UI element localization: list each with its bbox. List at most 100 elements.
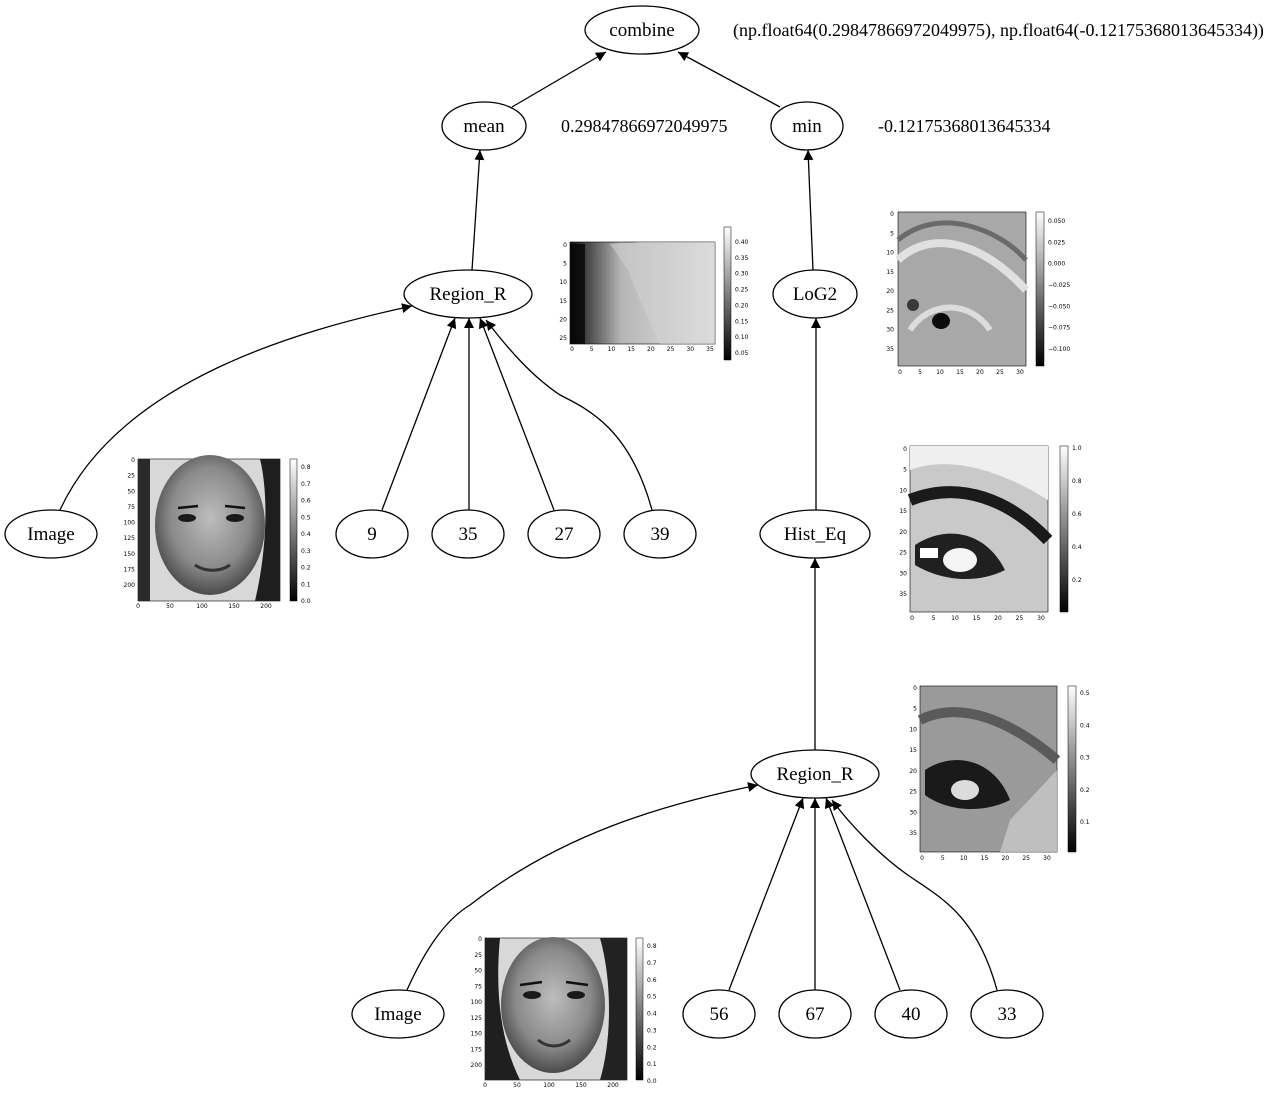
tick-label: 0.8 bbox=[647, 943, 657, 950]
tick-label: 150 bbox=[575, 1082, 587, 1089]
tick-label: 0.000 bbox=[1048, 261, 1065, 268]
tick-label: −0.075 bbox=[1048, 325, 1070, 332]
edge-39-region bbox=[485, 319, 653, 511]
tick-label: 0.5 bbox=[1080, 690, 1090, 697]
tick-label: 0.6 bbox=[1072, 511, 1082, 518]
tick-label: 150 bbox=[124, 551, 136, 558]
tick-label: 0.2 bbox=[1072, 577, 1082, 584]
plot-image-top-cbarticks: 0.80.70.60.50.40.30.20.10.0 bbox=[301, 464, 311, 605]
tick-label: 50 bbox=[513, 1082, 521, 1089]
tick-label: 35 bbox=[909, 830, 917, 837]
tick-label: 10 bbox=[909, 726, 917, 733]
node-40: 40 bbox=[874, 989, 948, 1039]
tick-label: 0.1 bbox=[301, 581, 311, 588]
plot-region-top-cbarticks: 0.400.350.300.250.200.150.100.05 bbox=[735, 239, 749, 357]
tick-label: 0.05 bbox=[735, 350, 749, 357]
tick-label: 0.5 bbox=[301, 514, 311, 521]
min-value: -0.12175368013645334 bbox=[878, 116, 1051, 136]
tick-label: 5 bbox=[941, 855, 945, 862]
tick-label: 0.3 bbox=[301, 548, 311, 555]
tick-label: 0.2 bbox=[647, 1044, 657, 1051]
tick-label: 0.5 bbox=[647, 994, 657, 1001]
tick-label: 200 bbox=[607, 1082, 619, 1089]
tick-label: 25 bbox=[127, 473, 135, 480]
tick-label: 50 bbox=[474, 968, 482, 975]
node-log2-label: LoG2 bbox=[793, 284, 837, 305]
node-27-label: 27 bbox=[555, 524, 574, 545]
tick-label: 0 bbox=[910, 615, 914, 622]
tick-label: 25 bbox=[996, 369, 1004, 376]
node-hist-eq: Hist_Eq bbox=[759, 509, 871, 559]
tick-label: 0.8 bbox=[301, 464, 311, 471]
edges bbox=[59, 51, 998, 991]
tick-label: 0.4 bbox=[1080, 722, 1090, 729]
tick-label: 0 bbox=[898, 369, 902, 376]
node-image-top: Image bbox=[4, 509, 98, 559]
plot-log2-colorbar bbox=[1035, 211, 1045, 367]
tick-label: 5 bbox=[590, 346, 594, 353]
tick-label: 25 bbox=[886, 307, 894, 314]
node-67: 67 bbox=[778, 989, 852, 1039]
tick-label: 125 bbox=[124, 535, 136, 542]
tick-label: 20 bbox=[647, 346, 655, 353]
tick-label: 150 bbox=[228, 603, 240, 610]
tick-label: 75 bbox=[127, 504, 135, 511]
tick-label: 100 bbox=[543, 1082, 555, 1089]
plot-region-bottom-cbarticks: 0.50.40.30.20.1 bbox=[1080, 690, 1090, 826]
node-min: min bbox=[770, 101, 844, 151]
edge-image-region bbox=[59, 303, 413, 511]
node-40-label: 40 bbox=[902, 1004, 921, 1025]
tick-label: 35 bbox=[706, 346, 714, 353]
nodes: combine (np.float64(0.29847866972049975)… bbox=[4, 5, 1264, 1039]
combine-value: (np.float64(0.29847866972049975), np.flo… bbox=[733, 20, 1264, 41]
node-combine-label: combine bbox=[609, 20, 674, 41]
tick-label: 10 bbox=[936, 369, 944, 376]
plot-image-bottom-xticks: 0 50 100 150 200 bbox=[483, 1082, 619, 1089]
tick-label: 20 bbox=[886, 288, 894, 295]
plot-image-bottom-cbarticks: 0.80.70.60.50.40.30.20.10.0 bbox=[647, 943, 657, 1085]
tick-label: 0.10 bbox=[735, 334, 749, 341]
tick-label: 0 bbox=[136, 603, 140, 610]
tick-label: 5 bbox=[563, 261, 567, 268]
tick-label: 175 bbox=[471, 1046, 483, 1053]
tick-label: 200 bbox=[260, 603, 272, 610]
node-39-label: 39 bbox=[651, 524, 670, 545]
tick-label: 30 bbox=[686, 346, 694, 353]
plot-hist-eq-colorbar bbox=[1059, 445, 1069, 613]
node-region-r-top-label: Region_R bbox=[429, 284, 506, 305]
tick-label: 0.050 bbox=[1048, 218, 1065, 225]
tick-label: 25 bbox=[667, 346, 675, 353]
tick-label: 25 bbox=[559, 335, 567, 342]
tick-label: 15 bbox=[886, 269, 894, 276]
edge-region-mean bbox=[471, 149, 485, 271]
node-9-label: 9 bbox=[367, 524, 377, 545]
tick-label: 10 bbox=[960, 855, 968, 862]
tick-label: 0.35 bbox=[735, 255, 749, 262]
tick-label: 0.7 bbox=[301, 481, 311, 488]
tick-label: 0 bbox=[483, 1082, 487, 1089]
node-56-label: 56 bbox=[710, 1004, 729, 1025]
tick-label: 25 bbox=[1022, 855, 1030, 862]
tick-label: 0 bbox=[570, 346, 574, 353]
node-mean-label: mean bbox=[463, 116, 505, 137]
tick-label: 0.6 bbox=[301, 498, 311, 505]
tick-label: 0.3 bbox=[1080, 755, 1090, 762]
tick-label: 25 bbox=[474, 952, 482, 959]
tick-label: 30 bbox=[909, 809, 917, 816]
node-image-top-label: Image bbox=[27, 524, 74, 545]
tick-label: 0.30 bbox=[735, 271, 749, 278]
tick-label: −0.025 bbox=[1048, 282, 1070, 289]
tick-label: 20 bbox=[909, 768, 917, 775]
tick-label: 50 bbox=[127, 488, 135, 495]
plot-image-bottom-colorbar bbox=[635, 937, 644, 1081]
tick-label: 0 bbox=[478, 936, 482, 943]
